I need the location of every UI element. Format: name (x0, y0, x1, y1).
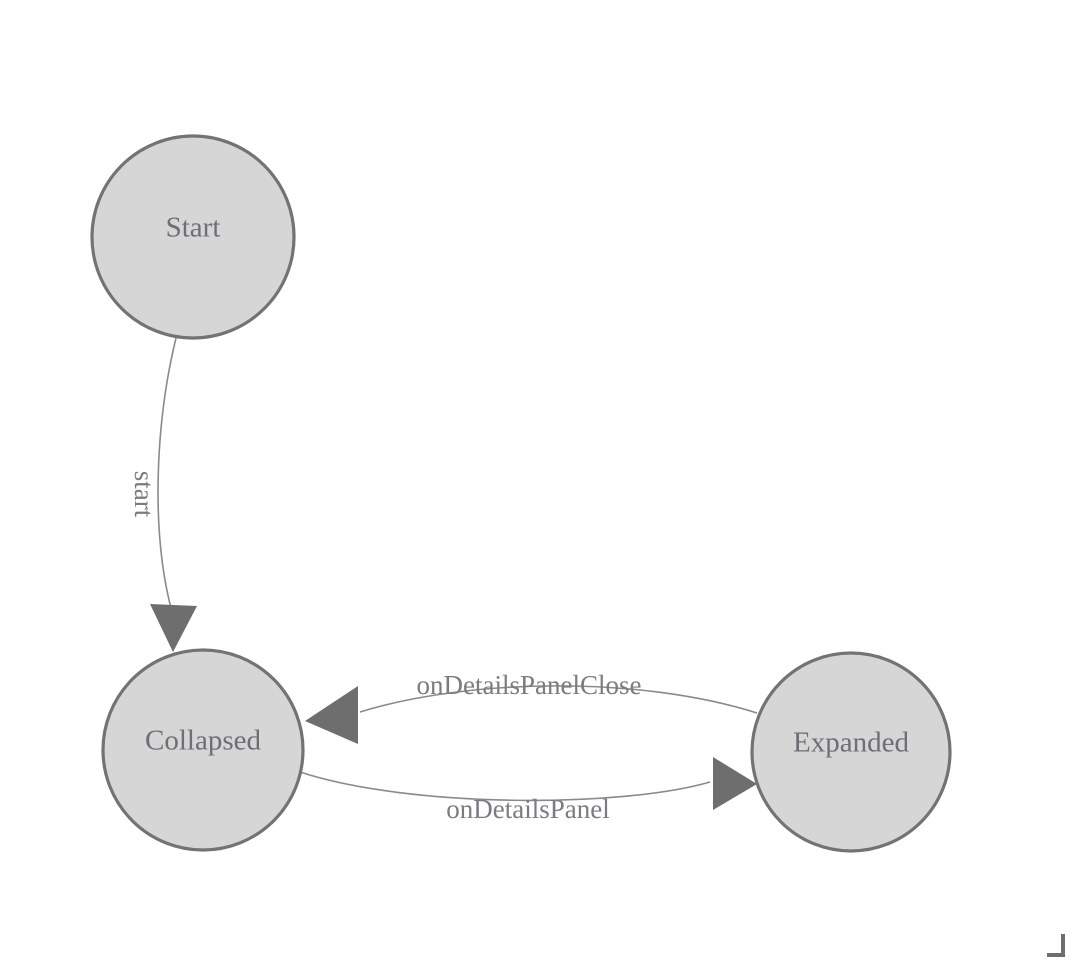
node-collapsed[interactable]: Collapsed (101, 648, 305, 852)
node-label: Expanded (793, 727, 909, 759)
node-shape (101, 648, 305, 852)
resize-handle-icon[interactable] (1047, 934, 1065, 957)
arrowhead-icon (150, 604, 197, 652)
edge-label-on-details-panel-close: onDetailsPanelClose (417, 670, 642, 700)
node-shape (90, 134, 296, 340)
edge-expanded-to-collapsed[interactable]: onDetailsPanelClose (305, 670, 758, 744)
arrowhead-icon (305, 686, 358, 744)
node-label: Collapsed (145, 725, 261, 757)
edge-label-on-details-panel: onDetailsPanel (446, 794, 609, 824)
node-start[interactable]: Start (90, 134, 296, 340)
node-shape (750, 651, 952, 853)
edge-label-start: start (129, 471, 159, 518)
edge-start-to-collapsed[interactable]: start (129, 337, 197, 652)
edge-path (299, 771, 711, 802)
edge-path (157, 337, 177, 613)
arrowhead-icon (713, 757, 757, 810)
node-label: Start (166, 212, 221, 244)
node-expanded[interactable]: Expanded (750, 651, 952, 853)
edge-path (359, 685, 758, 714)
edge-collapsed-to-expanded[interactable]: onDetailsPanel (299, 757, 757, 824)
